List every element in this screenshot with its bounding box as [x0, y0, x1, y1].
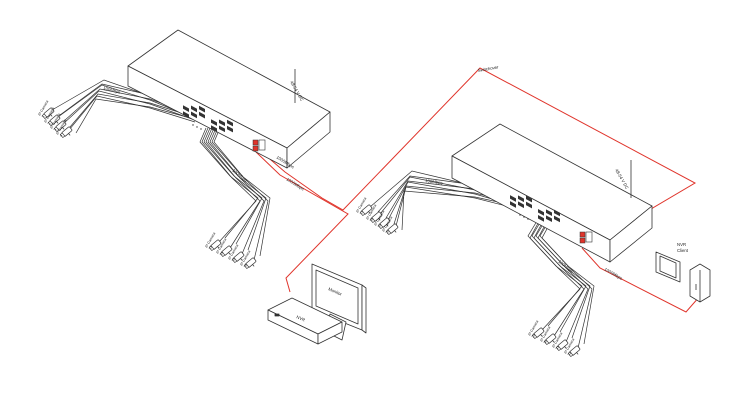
ip-camera-icon [219, 245, 233, 258]
ip-camera-icon [555, 339, 569, 352]
client-cable [581, 247, 701, 313]
ip-camera-icon [543, 333, 557, 346]
camera-cables [51, 79, 595, 349]
ip-camera-icon [47, 114, 61, 127]
ip-camera-icon [385, 223, 399, 236]
pc-tower-icon [655, 251, 711, 303]
poe-switch-1: 48-54 V DC [127, 29, 331, 169]
nvr-station: Monitor NVR [267, 263, 367, 345]
nvr-label: NVR [296, 314, 306, 322]
cascade-cable [256, 67, 697, 249]
ip-camera-icon [53, 120, 67, 133]
ip-camera-icon [243, 257, 257, 270]
ip-camera-icon [567, 345, 581, 358]
ip-camera-icon [59, 126, 73, 139]
switch-1-ports [183, 105, 233, 133]
nvr-icon [267, 297, 343, 345]
uplink-label-2: 1000Mbps [604, 267, 624, 281]
network-cables [255, 67, 701, 313]
cam-group-c-label: 100Mbps [425, 178, 443, 185]
switch-2-ports [510, 195, 560, 223]
nvr-client: NVR Client [655, 242, 711, 303]
poe-switch-2: 48-54 V DC [451, 123, 653, 263]
ip-camera-icon [41, 107, 55, 120]
switch-1-uplink-ports [252, 139, 266, 152]
monitor-label: Monitor [328, 286, 344, 297]
client-label-1: NVR [677, 242, 686, 247]
cam-group-a-label: 100Mbps [103, 85, 121, 95]
poe-switch-icon [127, 29, 331, 169]
ip-camera-icon [377, 217, 391, 230]
cascade-label: Switchover [477, 64, 499, 73]
ip-camera-icon [531, 327, 545, 340]
poe-switch-icon [451, 123, 653, 263]
client-label-2: Client [677, 248, 689, 253]
ip-camera-icon [369, 211, 383, 224]
nvr-cable [255, 151, 349, 293]
ip-camera-icon [208, 239, 222, 252]
ip-camera-icon [359, 204, 373, 217]
switch-2-uplink-ports [579, 231, 593, 244]
ip-camera-icon [231, 251, 245, 264]
